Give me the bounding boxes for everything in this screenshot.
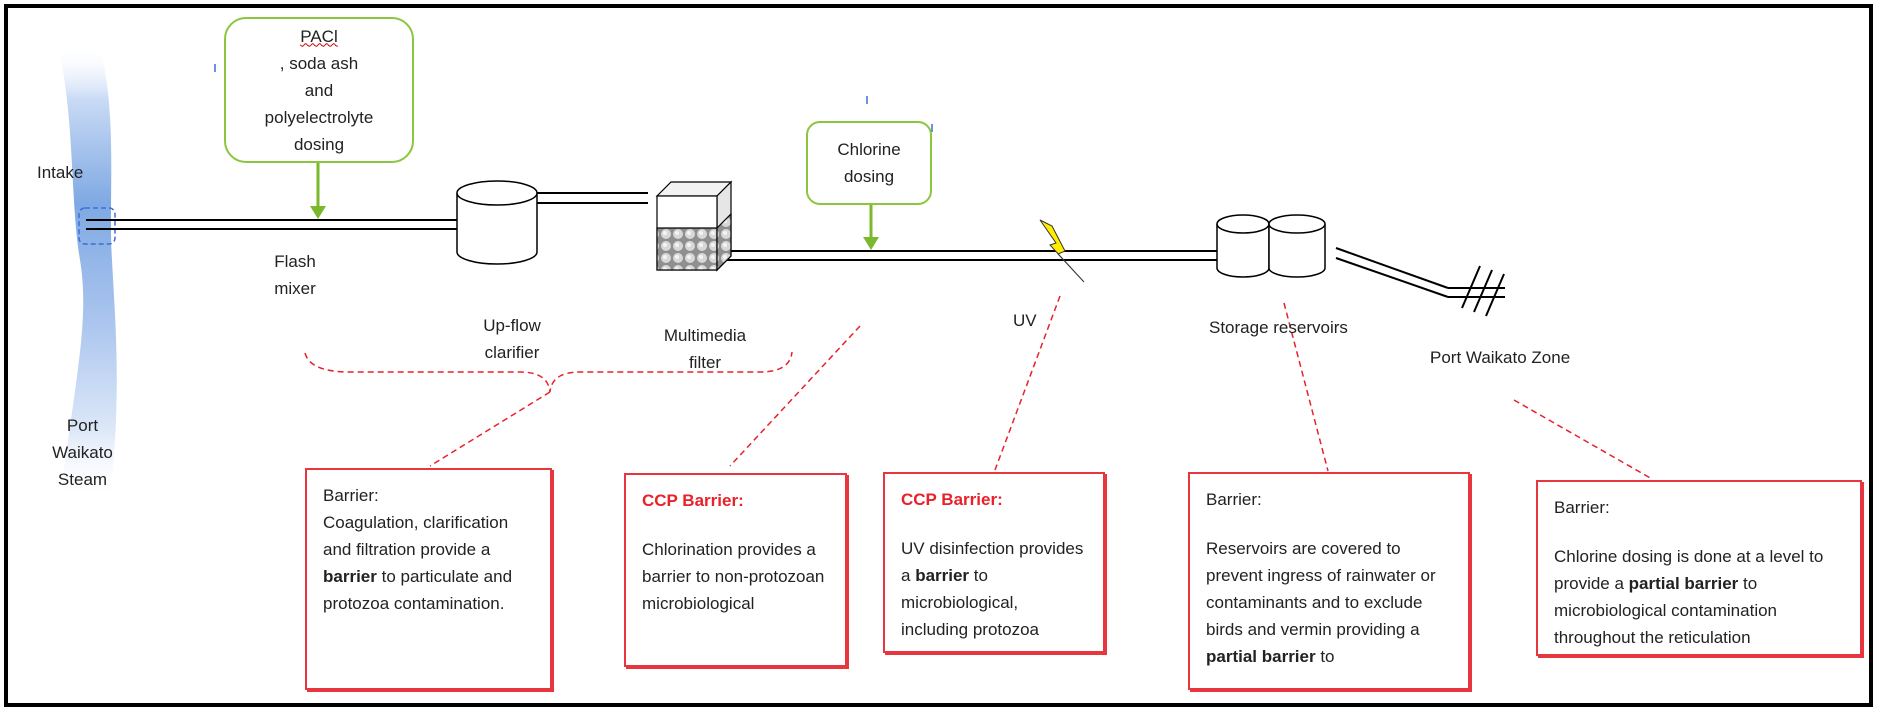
tick-marks — [214, 64, 1433, 362]
pacl-line: and — [304, 80, 334, 100]
zone-hatch — [1461, 265, 1505, 317]
chlorine-dosing-line: Chlorine — [837, 140, 901, 159]
barrier-body: Coagulation, clarification and filtratio… — [323, 513, 513, 613]
flash-mixer-label-line: Flash — [274, 252, 316, 271]
flash-mixer-label: Flash mixer — [255, 248, 335, 302]
barrier-box-reservoirs: Barrier: Reservoirs are covered to preve… — [1188, 472, 1470, 690]
intake-marker — [78, 207, 116, 245]
diagram-frame — [4, 4, 1873, 707]
source-label-line: Steam — [57, 470, 108, 489]
barrier-body: Chlorine dosing is done at a level to pr… — [1554, 547, 1824, 647]
flash-mixer-label-line: mixer — [274, 279, 316, 298]
upflow-clarifier-label: Up-flow clarifier — [468, 312, 556, 366]
intake-label: Intake — [37, 163, 84, 182]
bold-term: barrier — [915, 566, 970, 585]
bold-term: partial barrier — [1206, 647, 1316, 666]
ccp-barrier-heading: CCP Barrier: — [901, 490, 1003, 509]
uv-label: UV — [1013, 311, 1037, 330]
dosing-arrows — [310, 162, 879, 250]
barrier-body: Chlorination provides a barrier to non-p… — [642, 540, 825, 613]
barrier-body: UV disinfection provides a barrier to mi… — [901, 539, 1084, 639]
source-label-line: Waikato — [52, 443, 113, 462]
multimedia-filter-label: Multimedia filter — [655, 322, 755, 376]
barrier-heading: Barrier: — [323, 486, 379, 505]
multimedia-filter-label-line: filter — [688, 353, 722, 372]
storage-reservoirs-label: Storage reservoirs — [1209, 318, 1348, 337]
pacl-word: PACl — [300, 26, 338, 46]
uv-lightning-icon — [1039, 219, 1085, 283]
chlorine-dosing-box: Chlorine dosing — [806, 121, 932, 205]
zone-label: Port Waikato Zone — [1430, 348, 1571, 367]
pacl-line: polyelectrolyte — [264, 107, 374, 127]
source-label-line: Port — [66, 416, 99, 435]
barrier-box-coagulation: Barrier: Coagulation, clarification and … — [305, 468, 552, 690]
barrier-body: Reservoirs are covered to prevent ingres… — [1206, 539, 1436, 666]
bold-term: barrier — [323, 567, 377, 586]
pacl-dosing-box: PACl , soda ash and polyelectrolyte dosin… — [224, 17, 414, 163]
storage-reservoir-tanks — [1216, 214, 1326, 278]
barrier-heading: Barrier: — [1554, 498, 1610, 517]
barrier-box-chlorination: CCP Barrier: Chlorination provides a bar… — [624, 473, 847, 667]
bold-term: partial barrier — [1628, 574, 1739, 593]
multimedia-filter-unit — [655, 180, 733, 272]
upflow-clarifier-label-line: Up-flow — [483, 316, 541, 335]
barrier-heading: Barrier: — [1206, 490, 1262, 509]
barrier-leaders — [304, 295, 1653, 480]
multimedia-filter-label-line: Multimedia — [663, 326, 747, 345]
pacl-rest: , soda ash — [279, 53, 359, 73]
upflow-clarifier-label-line: clarifier — [484, 343, 540, 362]
barrier-box-uv: CCP Barrier: UV disinfection provides a … — [883, 472, 1105, 653]
clarifier-tank — [456, 180, 538, 265]
pipes — [86, 192, 1505, 298]
source-label: Port Waikato Steam — [45, 412, 120, 493]
stream-shape — [58, 45, 117, 500]
ccp-barrier-heading: CCP Barrier: — [642, 491, 744, 510]
barrier-box-reticulation: Barrier: Chlorine dosing is done at a le… — [1536, 480, 1862, 656]
chlorine-dosing-line: dosing — [843, 167, 895, 186]
pacl-line: dosing — [293, 134, 345, 154]
